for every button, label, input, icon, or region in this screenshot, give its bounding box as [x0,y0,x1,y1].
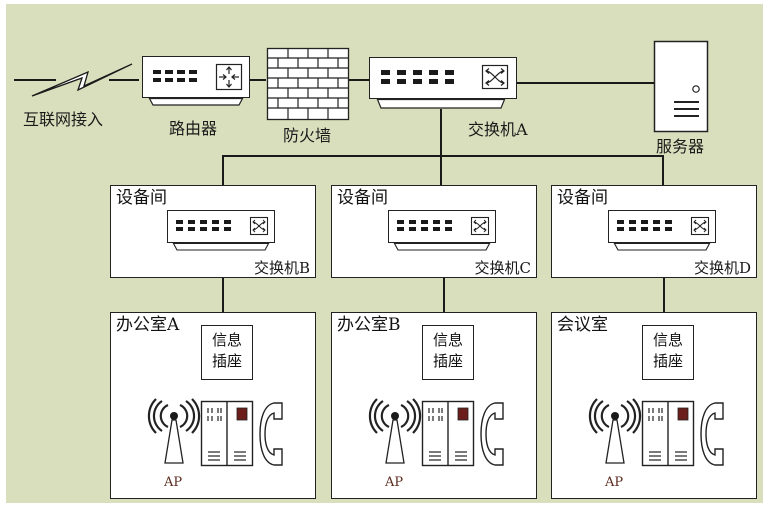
office-box[interactable]: 会议室 信息 插座 AP [551,312,757,499]
info-socket-line1: 信息 [211,331,242,349]
floor-switch-crossover-icon [470,216,490,236]
network-diagram: 互联网接入 路由器 [6,4,763,503]
info-socket-line2: 插座 [432,352,463,370]
link-firewall-switch-a [348,79,370,81]
info-socket-line1: 信息 [432,331,463,349]
switch-a-ports-icon [381,70,454,84]
link-equip-to-office [222,278,224,313]
switch-a-base [376,98,506,109]
floor-switch-ports-icon [397,220,452,231]
bus-drop-b [222,155,224,185]
switch-a-label: 交换机A [468,120,528,139]
keypad-icon [236,407,248,421]
telephone-icon[interactable] [700,401,726,467]
ap-label: AP [605,475,624,490]
floor-switch-label: 交换机B [253,259,310,277]
bus-drop-d [662,155,664,185]
switch-a-crossover-icon [481,64,509,90]
firewall-icon[interactable] [266,47,350,121]
wireless-ap-icon[interactable] [147,398,201,465]
floor-switch-base [393,242,491,251]
floor-switch-base [613,242,711,251]
keypad-icon [677,407,689,421]
office-box[interactable]: 办公室A 信息 插座 AP [110,312,316,499]
info-socket[interactable]: 信息 插座 [642,325,694,380]
floor-switch[interactable] [608,210,716,254]
info-socket-line2: 插座 [652,352,683,370]
router-ports-icon [153,70,197,82]
info-socket[interactable]: 信息 插座 [422,325,474,380]
wireless-ap-icon[interactable] [588,398,642,465]
switch-a[interactable] [369,57,517,114]
bus-horizontal [222,155,663,157]
server-label: 服务器 [656,137,705,156]
office-label: 会议室 [557,315,608,335]
router-arrows-icon [215,63,243,91]
floor-switch-ports-icon [617,220,672,231]
floor-switch[interactable] [388,210,496,254]
office-box[interactable]: 办公室B 信息 插座 AP [331,312,537,499]
cabinet-icon[interactable] [641,400,695,467]
router-base [148,97,244,106]
equipment-room-label: 设备间 [557,188,608,208]
floor-switch-crossover-icon [249,216,269,236]
link-equip-to-office [443,278,445,313]
floor-switch-base [172,242,270,251]
internet-access-label: 互联网接入 [23,110,104,129]
telephone-icon[interactable] [480,401,506,467]
equipment-room-box[interactable]: 设备间 [551,185,757,278]
internet-lightning-icon [31,63,133,97]
floor-switch-crossover-icon [690,216,710,236]
cabinet-icon[interactable] [421,400,475,467]
floor-switch-ports-icon [176,220,231,231]
info-socket-line2: 插座 [211,352,242,370]
keypad-icon [457,407,469,421]
equipment-room-box[interactable]: 设备间 [331,185,537,278]
equipment-room-label: 设备间 [116,188,167,208]
floor-switch[interactable] [167,210,275,254]
equipment-room-label: 设备间 [337,188,388,208]
wireless-ap-icon[interactable] [368,398,422,465]
floor-switch-label: 交换机C [474,259,531,277]
info-socket-line1: 信息 [652,331,683,349]
link-switch-a-down [440,109,442,185]
link-switch-a-server [516,82,654,84]
room-column-2: 设备间 [331,185,541,501]
link-internet-router [109,79,139,81]
ap-label: AP [385,475,404,490]
office-label: 办公室A [116,315,180,335]
cabinet-icon[interactable] [200,400,254,467]
link-equip-to-office [663,278,665,313]
equipment-room-box[interactable]: 设备间 [110,185,316,278]
room-column-1: 设备间 [110,185,320,501]
server-icon[interactable] [653,40,709,133]
firewall-label: 防火墙 [283,126,332,145]
info-socket[interactable]: 信息 插座 [201,325,253,380]
room-column-3: 设备间 [551,185,761,501]
ap-label: AP [164,475,183,490]
router[interactable] [137,56,250,106]
office-label: 办公室B [337,315,401,335]
link-router-firewall [248,79,266,81]
link-internet-left [14,79,56,81]
telephone-icon[interactable] [259,401,285,467]
router-label: 路由器 [169,119,218,138]
floor-switch-label: 交换机D [693,259,751,277]
